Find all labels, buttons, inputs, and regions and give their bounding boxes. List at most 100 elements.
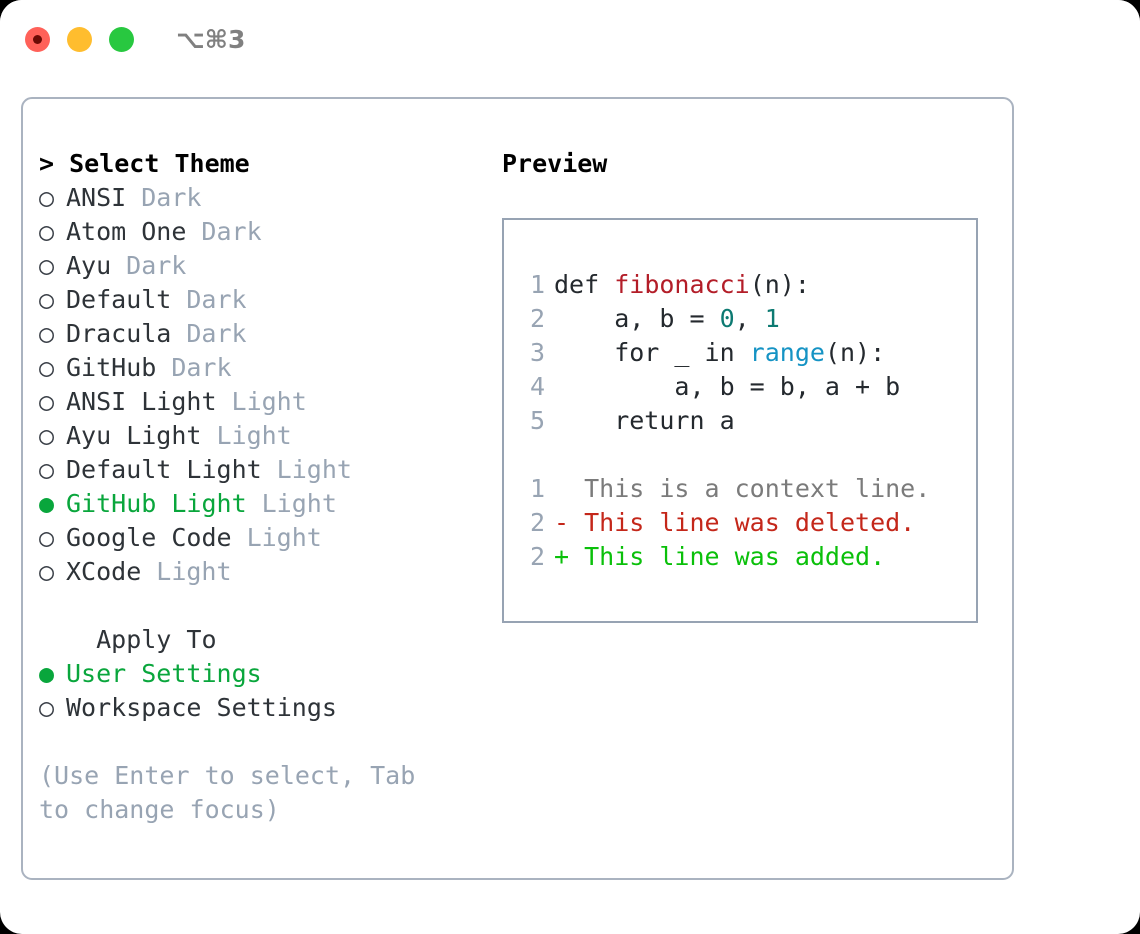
radio-unselected-icon: ○: [39, 217, 55, 246]
theme-option-ansi[interactable]: ○ ANSI Dark: [39, 181, 479, 215]
theme-option-variant: Dark: [186, 319, 247, 348]
theme-option-default[interactable]: ○ Default Dark: [39, 283, 479, 317]
radio-selected-icon: ●: [39, 489, 55, 518]
theme-option-label: Ayu Light: [66, 421, 202, 450]
code-line-number: 1: [529, 270, 545, 299]
theme-option-label: Dracula: [66, 319, 172, 348]
code-line-text: for _ in range(n):: [554, 336, 885, 370]
select-theme-header: > Select Theme: [39, 149, 250, 178]
radio-unselected-icon: ○: [39, 251, 55, 280]
theme-option-variant: Dark: [141, 183, 202, 212]
diff-line-number: 2: [529, 542, 545, 571]
radio-unselected-icon: ○: [39, 319, 55, 348]
theme-option-default-light[interactable]: ○ Default Light Light: [39, 453, 479, 487]
code-line-number: 4: [529, 372, 545, 401]
traffic-lights: [25, 26, 134, 52]
theme-option-label: XCode: [66, 557, 142, 586]
diff-line-del: 2- This line was deleted.: [521, 506, 970, 540]
code-diff-spacer: [521, 438, 970, 472]
preview-title: Preview: [502, 149, 608, 178]
radio-unselected-icon: ○: [39, 285, 55, 314]
theme-option-label: GitHub: [66, 353, 157, 382]
apply-to-option-workspace-settings[interactable]: ○Workspace Settings: [39, 691, 479, 725]
zoom-button-icon[interactable]: [109, 26, 134, 52]
apply-to-header: Apply To: [66, 625, 217, 654]
code-token-plain: (n):: [824, 338, 886, 367]
code-token-fn: fibonacci: [614, 270, 750, 299]
code-token-plain: ,: [734, 304, 765, 333]
code-token-num: 1: [764, 304, 780, 333]
theme-option-label: Default: [66, 285, 172, 314]
code-line: 3 for _ in range(n):: [521, 336, 970, 370]
code-line-text: a, b = 0, 1: [554, 302, 780, 336]
theme-option-label: Ayu: [66, 251, 112, 280]
theme-option-label: Default Light: [66, 455, 262, 484]
theme-option-variant: Light: [246, 523, 322, 552]
radio-selected-icon: ●: [39, 659, 55, 688]
code-line-text: def fibonacci(n):: [554, 268, 810, 302]
apply-to-list: ●User Settings○Workspace Settings: [39, 657, 479, 725]
code-line-number: 2: [529, 304, 545, 333]
theme-option-variant: Light: [261, 489, 337, 518]
code-line: 4 a, b = b, a + b: [521, 370, 970, 404]
code-line-text: a, b = b, a + b: [554, 370, 900, 404]
theme-option-variant: Dark: [201, 217, 262, 246]
close-button-icon[interactable]: [25, 26, 50, 52]
radio-unselected-icon: ○: [39, 421, 55, 450]
code-token-plain: a, b =: [554, 304, 720, 333]
close-dot-icon: [33, 34, 42, 44]
diff-line-number: 2: [529, 508, 545, 537]
theme-option-ayu[interactable]: ○ Ayu Dark: [39, 249, 479, 283]
theme-option-xcode[interactable]: ○ XCode Light: [39, 555, 479, 589]
code-line: 1 def fibonacci(n):: [521, 268, 970, 302]
theme-option-variant: Dark: [126, 251, 187, 280]
code-token-plain: for _ in: [554, 338, 750, 367]
code-token-plain: def: [554, 270, 615, 299]
radio-unselected-icon: ○: [39, 183, 55, 212]
diff-line-number: 1: [529, 474, 545, 503]
theme-option-label: Atom One: [66, 217, 187, 246]
theme-option-dracula[interactable]: ○ Dracula Dark: [39, 317, 479, 351]
diff-lines: 1 This is a context line.2- This line wa…: [521, 472, 970, 574]
keyboard-shortcut-label: ⌥⌘3: [176, 24, 246, 54]
apply-to-option-user-settings[interactable]: ●User Settings: [39, 657, 479, 691]
radio-unselected-icon: ○: [39, 387, 55, 416]
theme-option-variant: Light: [276, 455, 352, 484]
apply-to-option-label: Workspace Settings: [66, 693, 337, 722]
theme-option-variant: Dark: [171, 353, 232, 382]
radio-unselected-icon: ○: [39, 557, 55, 586]
theme-option-label: GitHub Light: [66, 489, 247, 518]
theme-option-github-light[interactable]: ● GitHub Light Light: [39, 487, 479, 521]
section-spacer: [39, 589, 479, 623]
diff-line-ctx: 1 This is a context line.: [521, 472, 970, 506]
theme-option-variant: Dark: [186, 285, 247, 314]
theme-option-variant: Light: [156, 557, 232, 586]
diff-line-add: 2 + This line was added.: [521, 540, 970, 574]
diff-line-text: + This line was added.: [554, 542, 886, 571]
window-titlebar: ⌥⌘3: [0, 0, 1140, 78]
minimize-button-icon[interactable]: [67, 26, 92, 52]
diff-line-text: This is a context line.: [554, 474, 931, 503]
code-token-num: 0: [719, 304, 735, 333]
code-token-plain: a, b = b, a + b: [554, 372, 901, 401]
theme-option-variant: Light: [216, 421, 292, 450]
theme-option-label: ANSI: [66, 183, 127, 212]
radio-unselected-icon: ○: [39, 455, 55, 484]
radio-unselected-icon: ○: [39, 523, 55, 552]
theme-option-variant: Light: [231, 387, 307, 416]
theme-option-atom-one[interactable]: ○ Atom One Dark: [39, 215, 479, 249]
code-token-plain: (n):: [749, 270, 810, 299]
theme-option-ayu-light[interactable]: ○ Ayu Light Light: [39, 419, 479, 453]
